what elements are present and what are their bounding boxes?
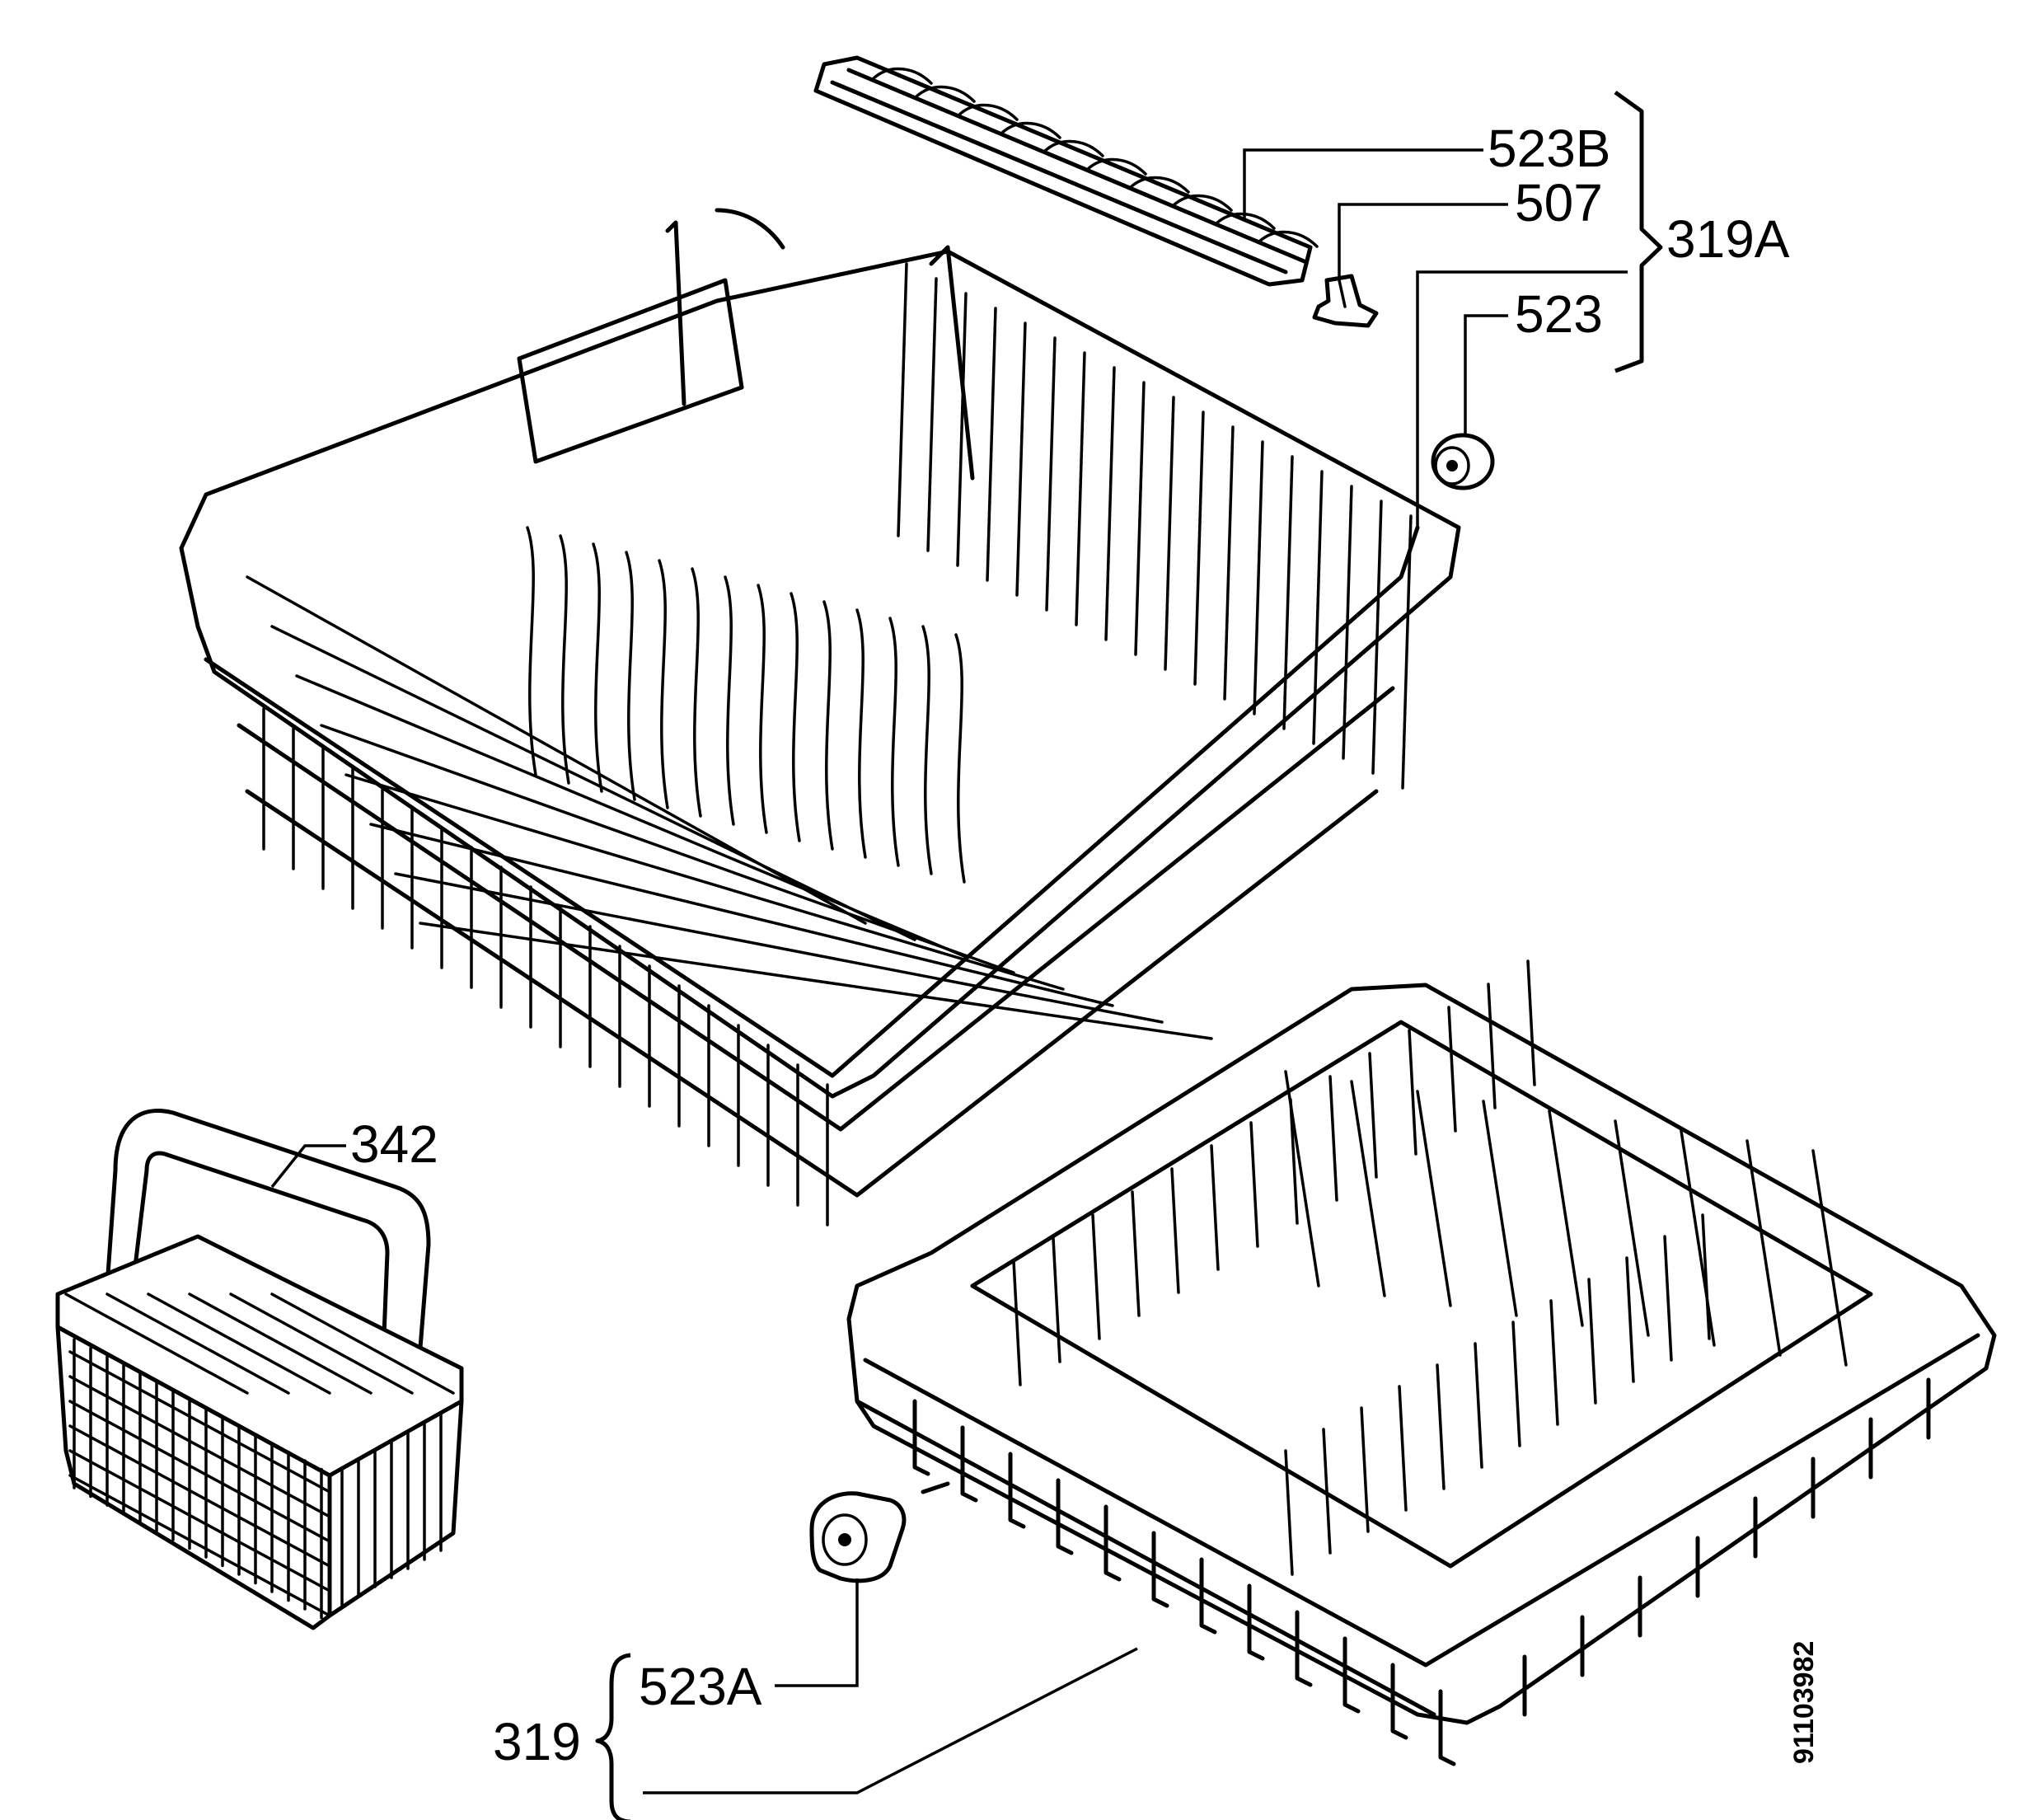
label-342: 342 [350, 1114, 438, 1174]
lower-basket-icon [846, 959, 1997, 1766]
label-319: 319 [493, 1712, 581, 1771]
label-523b: 523B [1488, 119, 1610, 178]
upper-basket-icon [179, 208, 1461, 1227]
label-523: 523 [1515, 284, 1603, 344]
roller-wheel-icon [809, 1481, 950, 1583]
wheel-clip-icon [1312, 274, 1379, 328]
roller-wheel-icon [1431, 433, 1495, 490]
label-523a: 523A [639, 1657, 762, 1716]
label-507: 507 [1515, 173, 1603, 232]
leader-lines [270, 90, 1663, 1820]
document-code: 91103982 [1788, 1641, 1820, 1764]
label-319a: 319A [1666, 209, 1790, 269]
cup-rack-icon [813, 55, 1319, 287]
cutlery-basket-icon [55, 1109, 464, 1630]
